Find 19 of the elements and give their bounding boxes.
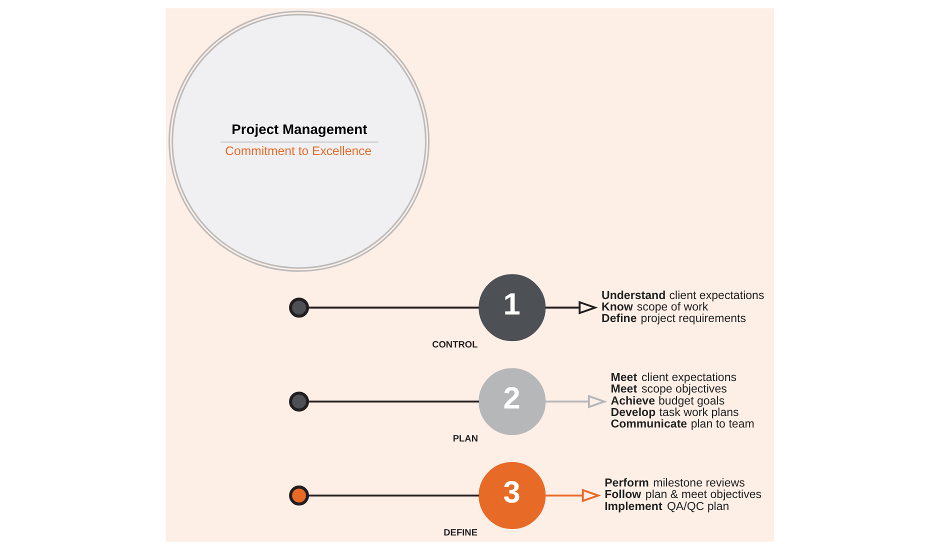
node-circle: 2 [478, 368, 546, 436]
node-circle [289, 298, 310, 318]
node-circle: Project Management Commitment to Excellence [168, 10, 430, 272]
connector [308, 306, 480, 309]
node-text: Perform milestone reviews Follow plan & meet objectives Implement QA/QC plan [604, 478, 762, 513]
node-text: Meet client expectations Meet scope objectives Achieve budget goals Develop task work plans Communicate plan to team [610, 372, 754, 430]
arrow [545, 394, 608, 408]
connector [308, 494, 480, 496]
node-circle: 3 [478, 462, 546, 530]
node-circle: 1 [478, 274, 546, 342]
connector [308, 400, 480, 403]
arrow [545, 300, 598, 314]
node-label: PLAN [452, 433, 478, 444]
node-circle [289, 486, 310, 506]
node-label: DEFINE [444, 527, 478, 538]
node-label: CONTROL [432, 339, 478, 350]
node-circle [289, 392, 310, 412]
arrow [545, 488, 602, 502]
node-text: Understand client expectations Know scope of work Define project requirements [602, 290, 764, 325]
